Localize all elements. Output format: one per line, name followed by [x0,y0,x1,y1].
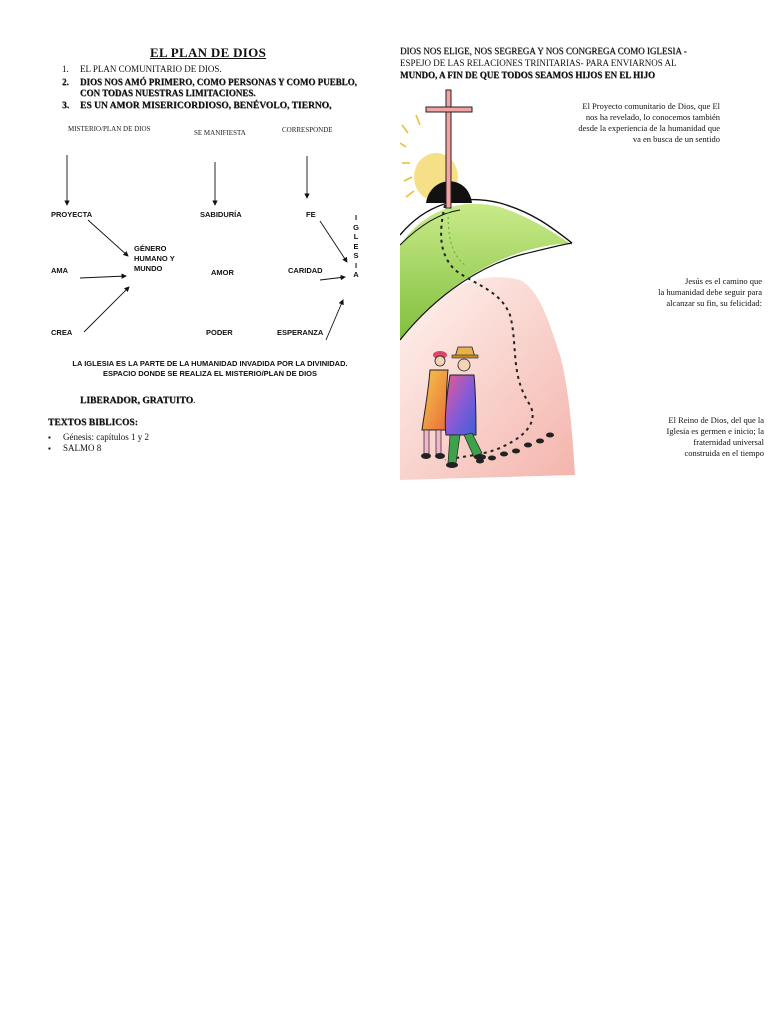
point-3-text: ES UN AMOR MISERICORDIOSO, BENÉVOLO, TIE… [80,101,332,111]
point-2: 2. DIOS NOS AMÓ PRIMERO, COMO PERSONAS Y … [62,77,357,99]
illustration-cross-path-pilgrims [400,89,575,480]
arrow-esperanza-iglesia [325,299,344,341]
iglesia-letter: G [353,222,359,232]
point-2-number: 2. [62,77,69,87]
text-line: la humanidad debe seguir para [658,287,762,297]
liberador-text: LIBERADOR, GRATUITO. [80,396,196,406]
text-line: construida en el tiempo [684,448,764,458]
arrow-ama-genero [79,273,127,279]
node-amor: AMOR [211,268,234,277]
iglesia-letter: E [353,241,359,251]
genero-line-3: MUNDO [134,264,163,273]
text-line: El Reino de Dios, del que la [668,415,764,425]
text-line: alcanzar su fin, su felicidad: [666,298,762,308]
right-header-line-3: MUNDO, A FIN DE QUE TODOS SEAMOS HIJOS E… [400,70,655,80]
text-line: Jesús es el camino que [685,276,762,286]
textos-biblicos-colon: : [134,418,138,428]
right-header-line-2: ESPEJO DE LAS RELACIONES TRINITARIAS- PA… [400,58,677,68]
liberador-label: LIBERADOR, GRATUITO [80,396,194,406]
point-1-text: EL PLAN COMUNITARIO DE DIOS. [80,64,222,74]
node-fe: FE [306,210,316,219]
iglesia-letter: A [353,270,359,279]
iglesia-letter: I [354,213,358,222]
arrow-proyecta-genero [87,219,129,257]
iglesia-note: LA IGLESIA ES LA PARTE DE LA HUMANIDAD I… [40,359,380,379]
node-ama: AMA [51,266,69,275]
liberador-period: . [193,396,196,406]
node-genero-humano: GÉNERO HUMANO Y MUNDO [134,244,175,274]
node-sabiduria: SABIDURÍA [200,210,242,219]
text-line: fraternidad universal [693,437,764,447]
iglesia-letter: I [354,260,358,270]
right-header-line-1: DIOS NOS ELIGE, NOS SEGREGA Y NOS CONGRE… [400,46,687,56]
text-line: va en busca de un sentido [632,134,720,144]
iglesia-note-line-1: LA IGLESIA ES LA PARTE DE LA HUMANIDAD I… [72,359,348,368]
right-header: DIOS NOS ELIGE, NOS SEGREGA Y NOS CONGRE… [400,45,687,81]
text-line: nos ha revelado, lo conocemos también [585,112,720,122]
node-esperanza: ESPERANZA [277,328,324,337]
node-caridad: CARIDAD [288,266,323,275]
point-1: 1. EL PLAN COMUNITARIO DE DIOS. [62,64,222,75]
point-3: 3. ES UN AMOR MISERICORDIOSO, BENÉVOLO, T… [62,101,331,112]
diagram-header-manifiesta: SE MANIFIESTA [194,129,246,137]
page-title: EL PLAN DE DIOS [150,45,267,60]
text-proyecto-comunitario: El Proyecto comunitario de Dios, que El … [480,101,720,145]
woman-figure [421,351,449,459]
iglesia-letter: L [353,232,359,241]
textos-biblicos-title: TEXTOS BIBLICOS: [48,418,138,428]
point-2-line-2: CON TODAS NUESTRAS LIMITACIONES. [80,88,256,98]
iglesia-letter: S [353,251,359,260]
arrow-fe-iglesia [319,220,348,263]
text-reino-de-dios: El Reino de Dios, del que la Iglesia es … [584,415,764,459]
text-line: desde la experiencia de la humanidad que [578,123,720,133]
genero-line-1: GÉNERO [134,244,167,253]
textos-biblicos-list: Génesis: capítulos 1 y 2 SALMO 8 [47,432,149,454]
point-1-number: 1. [62,64,69,74]
arrow-caridad-iglesia [319,274,346,281]
node-poder: PODER [206,328,233,337]
diagram-arrows [64,155,348,341]
arrow-crea-genero [83,286,130,333]
point-2-line-1: DIOS NOS AMÓ PRIMERO, COMO PERSONAS Y CO… [80,77,357,87]
node-crea: CREA [51,328,73,337]
list-item: Génesis: capítulos 1 y 2 [48,432,149,443]
text-jesus-camino: Jesús es el camino que la humanidad debe… [562,276,762,309]
man-figure [444,346,486,468]
diagram-header-corresponde: CORRESPONDE [282,126,333,134]
textos-biblicos-label: TEXTOS BIBLICOS [48,418,135,428]
text-line: Iglesia es germen e inicio; la [666,426,764,436]
iglesia-note-line-2: ESPACIO DONDE SE REALIZA EL MISTERIO/PLA… [102,369,318,378]
list-item: SALMO 8 [48,443,149,454]
genero-line-2: HUMANO Y [134,254,175,263]
text-line: El Proyecto comunitario de Dios, que El [582,101,720,111]
point-3-number: 3. [62,101,70,111]
node-proyecta: PROYECTA [51,210,93,219]
diagram-header-misterio: MISTERIO/PLAN DE DIOS [68,125,151,133]
